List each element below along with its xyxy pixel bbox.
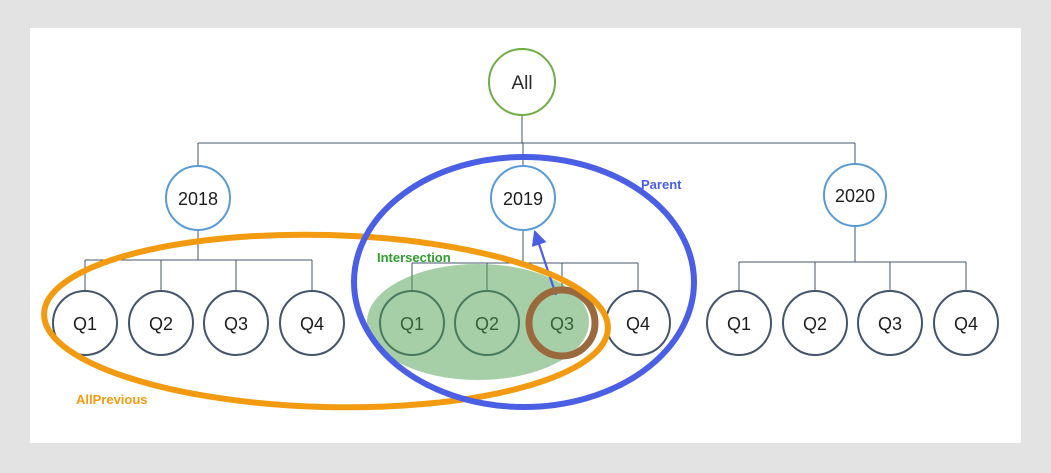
allprevious-label: AllPrevious — [76, 392, 148, 407]
node-2018-circle — [165, 165, 231, 231]
node-2020-q2-circle — [782, 290, 848, 356]
node-2020-q4-label: Q4 — [954, 314, 978, 334]
node-2019-label: 2019 — [503, 189, 543, 209]
node-2020-q3-circle — [857, 290, 923, 356]
node-2020-q3-label: Q3 — [878, 314, 902, 334]
quarters-2018: Q1 Q2 Q3 Q4 — [52, 290, 345, 356]
intersection-ellipse — [367, 264, 589, 380]
node-year-2020: 2020 — [823, 163, 887, 227]
parent-arrow — [531, 229, 558, 296]
node-2019-circle — [490, 165, 556, 231]
node-2018-q4-label: Q4 — [300, 314, 324, 334]
selected-quarter-ring — [525, 286, 599, 360]
node-year-2019: 2019 — [490, 165, 556, 231]
intersection-label: Intersection — [377, 250, 451, 265]
node-all-label: All — [511, 73, 532, 94]
parent-ellipse — [351, 154, 697, 410]
node-2019-q4-label: Q4 — [626, 314, 650, 334]
tree-connectors — [84, 115, 967, 291]
node-2018-q3-label: Q3 — [224, 314, 248, 334]
node-all: All — [488, 48, 556, 116]
node-2018-q1-circle — [52, 290, 118, 356]
allprevious-ellipse — [41, 231, 611, 411]
node-2018-label: 2018 — [178, 189, 218, 209]
node-2020-q4-circle — [933, 290, 999, 356]
node-2018-q3-circle — [203, 290, 269, 356]
node-all-circle — [488, 48, 556, 116]
node-2020-label: 2020 — [835, 186, 875, 206]
quarters-2020: Q1 Q2 Q3 Q4 — [706, 290, 999, 356]
parent-label: Parent — [641, 177, 682, 192]
node-2020-circle — [823, 163, 887, 227]
node-2018-q2-label: Q2 — [149, 314, 173, 334]
node-2018-q1-label: Q1 — [73, 314, 97, 334]
node-2018-q4-circle — [279, 290, 345, 356]
node-2020-q1-label: Q1 — [727, 314, 751, 334]
node-2020-q2-label: Q2 — [803, 314, 827, 334]
node-year-2018: 2018 — [165, 165, 231, 231]
node-2020-q1-circle — [706, 290, 772, 356]
node-2018-q2-circle — [128, 290, 194, 356]
